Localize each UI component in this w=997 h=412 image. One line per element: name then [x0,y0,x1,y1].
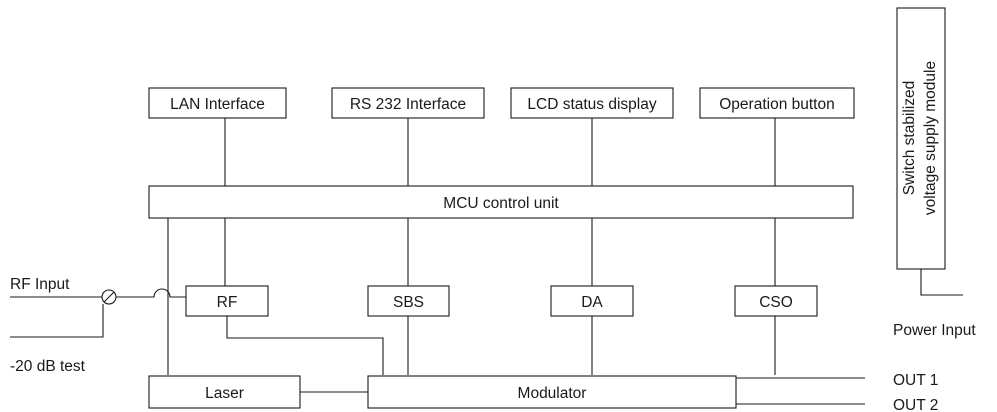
laser-block: Laser [148,375,301,409]
rf-block: RF [185,285,269,317]
sbs-label: SBS [393,294,424,311]
connection-lines [10,118,963,405]
lan-interface-block: LAN Interface [148,87,287,119]
power-input-label: Power Input [893,322,976,339]
lcd-status-display-block: LCD status display [510,87,674,119]
da-label: DA [581,294,603,311]
modulator-label: Modulator [518,385,587,402]
operation-button-label: Operation button [719,96,834,113]
operation-button-block: Operation button [699,87,855,119]
out2-label: OUT 2 [893,397,938,412]
rf-label: RF [217,294,238,311]
da-block: DA [550,285,634,317]
power-supply-module-label-line1: Switch stabilized [901,81,918,196]
power-supply-module-block: Switch stabilized voltage supply module [896,7,946,270]
cso-block: CSO [734,285,818,317]
mcu-control-unit-label: MCU control unit [443,195,559,212]
lcd-status-display-label: LCD status display [527,96,656,113]
laser-label: Laser [205,385,244,402]
mcu-control-unit-block: MCU control unit [148,185,854,219]
out1-label: OUT 1 [893,372,938,389]
sbs-block: SBS [367,285,450,317]
modulator-block: Modulator [367,375,737,409]
test-port-label: -20 dB test [10,358,86,375]
power-supply-module-label-line2: voltage supply module [922,61,939,215]
rs232-interface-block: RS 232 Interface [331,87,485,119]
cso-label: CSO [759,294,793,311]
rf-input-label: RF Input [10,276,70,293]
rs232-interface-label: RS 232 Interface [350,96,466,113]
lan-interface-label: LAN Interface [170,96,265,113]
